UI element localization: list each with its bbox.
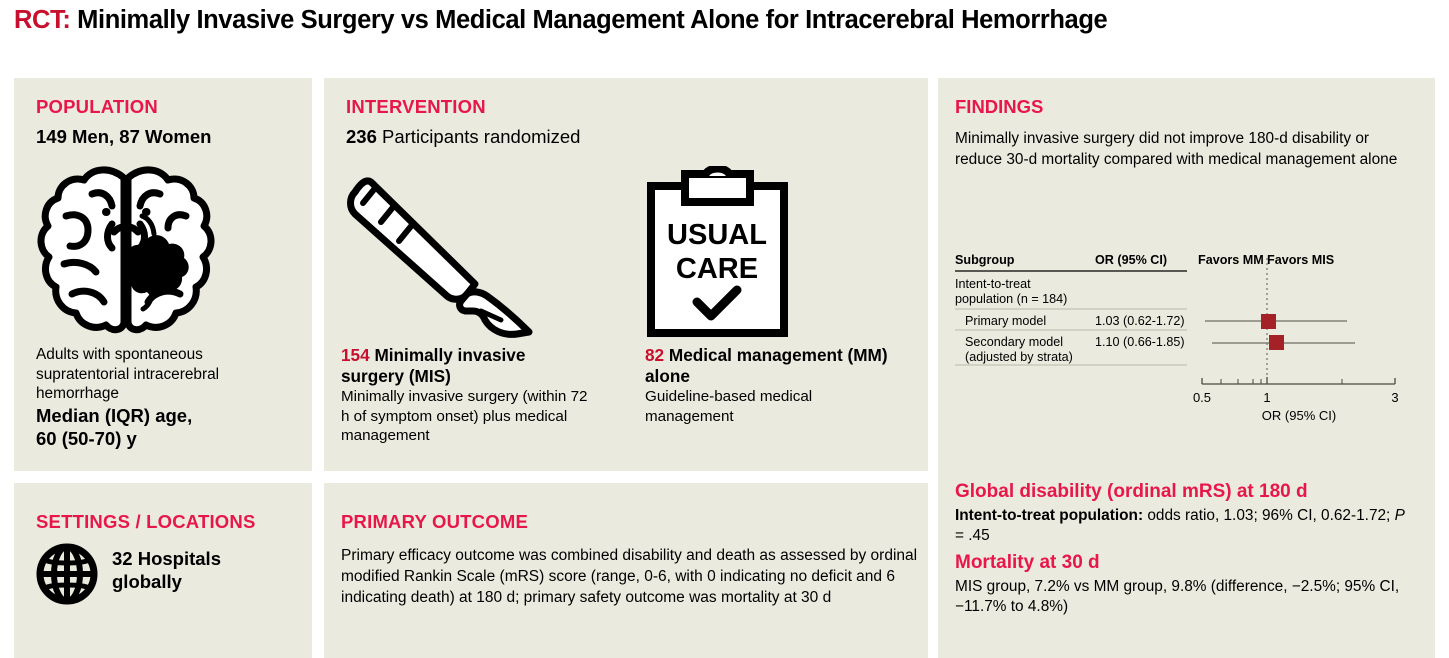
intervention-header: INTERVENTION — [346, 96, 486, 117]
forest-xtick-1: 1 — [1263, 390, 1270, 405]
forest-plot: Subgroup OR (95% CI) Favors MM Favors MI… — [955, 250, 1405, 430]
primary-outcome-panel — [324, 483, 928, 658]
arm2-number: 82 — [645, 345, 665, 365]
forest-favors-right: Favors MIS — [1267, 253, 1334, 267]
arm2-title: Medical management (MM) alone — [645, 345, 888, 386]
population-description: Adults with spontaneous supratentorial i… — [36, 346, 220, 403]
findings-header: FINDINGS — [955, 96, 1044, 117]
check-icon — [692, 285, 742, 321]
settings-header: SETTINGS / LOCATIONS — [36, 511, 256, 532]
forest-row-label-2b: (adjusted by strata) — [965, 350, 1073, 364]
settings-panel — [14, 483, 312, 658]
forest-col-or: OR (95% CI) — [1095, 253, 1167, 267]
arm2-title-line: 82 Medical management (MM) alone — [645, 345, 905, 386]
forest-row-label-1: Primary model — [965, 314, 1046, 328]
arm2-detail: Guideline-based medical management — [645, 388, 813, 425]
page-title: RCT: Minimally Invasive Surgery vs Medic… — [14, 6, 1108, 35]
forest-marker-2 — [1269, 335, 1284, 350]
forest-xlabel: OR (95% CI) — [1262, 408, 1336, 423]
findings-detail2-text: MIS group, 7.2% vs MM group, 9.8% (diffe… — [955, 578, 1400, 616]
forest-row-value-1: 1.03 (0.62-1.72) — [1095, 314, 1185, 328]
page-title-text: Minimally Invasive Surgery vs Medical Ma… — [77, 6, 1108, 34]
forest-xtick-3: 3 — [1391, 390, 1398, 405]
arm1-title-line: 154 Minimally invasive surgery (MIS) — [341, 345, 591, 386]
hemorrhage-blob — [124, 213, 189, 312]
forest-xtick-0_5: 0.5 — [1193, 390, 1211, 405]
findings-detail1-rest-a: odds ratio, 1.03; 96% CI, 0.62-1.72; — [1143, 507, 1395, 524]
findings-detail2-heading: Mortality at 30 d — [955, 552, 1100, 573]
scalpel-icon — [341, 170, 536, 338]
primary-outcome-text: Primary efficacy outcome was combined di… — [341, 547, 918, 607]
clipboard-icon: USUAL CARE — [645, 164, 790, 338]
population-header: POPULATION — [36, 96, 158, 117]
intervention-stat: 236 Participants randomized — [346, 126, 580, 148]
population-stat: 149 Men, 87 Women — [36, 126, 212, 147]
findings-detail1-rest-b: = .45 — [955, 527, 990, 545]
population-age-value: 60 (50-70) y — [36, 428, 137, 450]
forest-axis: 0.5 1 3 OR (95% CI) — [1193, 377, 1399, 423]
forest-group-label-1: Intent-to-treat — [955, 277, 1031, 291]
findings-detail1-text: Intent-to-treat population: odds ratio, … — [955, 506, 1405, 547]
forest-col-subgroup: Subgroup — [955, 253, 1015, 267]
population-age: Median (IQR) age, 60 (50-70) y — [36, 404, 286, 450]
findings-detail1-p: P — [1394, 507, 1405, 524]
findings-detail1-lead: Intent-to-treat population: — [955, 507, 1144, 524]
forest-group-label-2: population (n = 184) — [955, 292, 1067, 306]
page-title-tag: RCT: — [14, 6, 71, 34]
findings-summary: Minimally invasive surgery did not impro… — [955, 130, 1398, 168]
forest-favors-left: Favors MM — [1198, 253, 1264, 267]
intervention-arm-2: 82 Medical management (MM) alone Guideli… — [645, 345, 905, 426]
primary-outcome-header: PRIMARY OUTCOME — [341, 511, 528, 532]
arm1-number: 154 — [341, 345, 370, 365]
forest-row-label-2a: Secondary model — [965, 335, 1063, 349]
findings-panel — [938, 78, 1435, 658]
clipboard-line-1: USUAL — [667, 219, 767, 251]
population-age-label: Median (IQR) age, — [36, 405, 193, 426]
forest-marker-1 — [1261, 314, 1276, 329]
intervention-stat-label: Participants randomized — [382, 126, 581, 147]
globe-icon — [36, 543, 98, 605]
settings-text: 32 Hospitals globally — [112, 548, 221, 593]
clipboard-line-2: CARE — [676, 253, 758, 285]
arm1-title: Minimally invasive surgery (MIS) — [341, 345, 526, 386]
arm1-detail: Minimally invasive surgery (within 72 h … — [341, 388, 588, 444]
findings-detail1-heading: Global disability (ordinal mRS) at 180 d — [955, 481, 1308, 502]
forest-row-value-2: 1.10 (0.66-1.85) — [1095, 335, 1185, 349]
intervention-arm-1: 154 Minimally invasive surgery (MIS) Min… — [341, 345, 591, 445]
intervention-stat-number: 236 — [346, 126, 377, 147]
brain-icon — [36, 160, 216, 335]
